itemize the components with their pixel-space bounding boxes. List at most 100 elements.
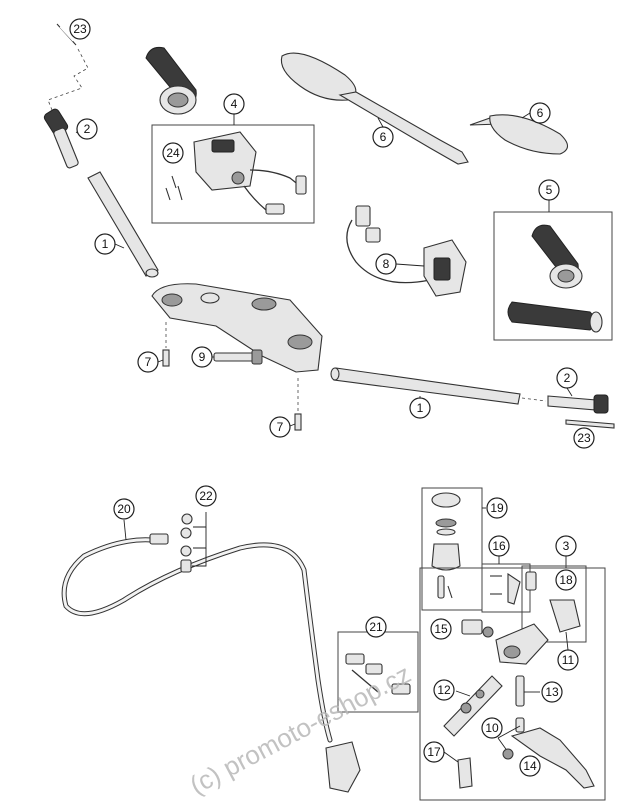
callout-24: 24: [162, 142, 184, 164]
reservoir-parts: [431, 492, 461, 599]
svg-text:8: 8: [383, 257, 390, 271]
svg-text:7: 7: [145, 355, 152, 369]
callout-6-right: 6: [529, 102, 551, 124]
svg-text:4: 4: [231, 97, 238, 111]
switch-screws: [165, 175, 183, 201]
left-handlebar-switch: [193, 131, 307, 215]
svg-text:6: 6: [537, 106, 544, 120]
piston-kit-12: [443, 675, 503, 737]
screw-13: [515, 675, 525, 707]
svg-text:1: 1: [102, 237, 109, 251]
bracket-box-16: [481, 563, 531, 613]
brake-lever: [510, 727, 595, 789]
callout-23-top: 23: [69, 18, 91, 40]
part-18: [525, 571, 537, 591]
bolt-23-top: [56, 23, 77, 46]
callout-20: 20: [113, 498, 135, 520]
handlebar-tube-1-left: [87, 171, 159, 278]
callout-8: 8: [375, 253, 397, 275]
callout-6-left: 6: [372, 126, 394, 148]
grip-set-box-5: [493, 211, 613, 341]
svg-text:20: 20: [117, 502, 131, 516]
callout-7-left: 7: [137, 351, 159, 373]
sub-box-18: [521, 565, 587, 643]
bar-end-weight-2-top: [43, 108, 79, 169]
upper-triple-clamp: [151, 283, 323, 373]
callout-15: 15: [430, 618, 452, 640]
screw-7-left: [162, 322, 170, 367]
bracket-16-parts: [490, 572, 521, 605]
svg-text:11: 11: [562, 653, 575, 667]
svg-text:2: 2: [84, 122, 91, 136]
svg-text:9: 9: [199, 350, 206, 364]
svg-text:18: 18: [559, 573, 573, 587]
svg-text:14: 14: [523, 759, 537, 773]
master-cylinder-body: [495, 623, 549, 665]
callout-10: 10: [481, 717, 503, 739]
bolt-23-right: [565, 419, 615, 429]
svg-text:12: 12: [437, 683, 451, 697]
svg-text:22: 22: [199, 489, 213, 503]
callout-16: 16: [488, 535, 510, 557]
callout-1-right: 1: [409, 397, 431, 419]
switch-assembly-box-4: [151, 124, 315, 224]
callout-9: 9: [191, 346, 213, 368]
svg-text:15: 15: [434, 622, 448, 636]
watermark-text: (c) promoto-eshop.cz: [185, 658, 416, 800]
callout-4: 4: [223, 93, 245, 115]
caliper-bottom: [325, 741, 361, 793]
svg-text:10: 10: [485, 721, 499, 735]
callout-12: 12: [433, 679, 455, 701]
part-21-items: [345, 653, 411, 695]
handlebar-tube-1-right: [330, 367, 521, 405]
bar-end-2-right: [547, 394, 609, 414]
svg-text:13: 13: [545, 685, 559, 699]
svg-text:23: 23: [73, 22, 87, 36]
callout-21: 21: [365, 616, 387, 638]
clamp-bolt-9: [213, 349, 263, 365]
callout-18: 18: [555, 569, 577, 591]
lever-bolt-10: [515, 717, 525, 733]
callout-2-top: 2: [76, 118, 98, 140]
svg-text:2: 2: [564, 371, 571, 385]
svg-text:23: 23: [577, 431, 591, 445]
screw-7-lower: [294, 378, 302, 431]
svg-text:6: 6: [380, 130, 387, 144]
callout-2-right: 2: [556, 367, 578, 389]
callout-7-lower: 7: [269, 416, 291, 438]
callout-13: 13: [541, 681, 563, 703]
throttle-grip-top: [145, 47, 197, 115]
callout-19: 19: [486, 497, 508, 519]
svg-text:5: 5: [546, 183, 553, 197]
part-15: [461, 619, 494, 638]
mirror-left-6: [280, 52, 469, 165]
svg-text:24: 24: [166, 146, 180, 160]
callout-1-left: 1: [94, 233, 116, 255]
svg-text:1: 1: [417, 401, 424, 415]
svg-text:21: 21: [369, 620, 383, 634]
master-cylinder-box-3: [419, 567, 606, 801]
brake-hose-20: [61, 533, 333, 743]
svg-text:7: 7: [277, 420, 284, 434]
svg-text:17: 17: [427, 745, 441, 759]
part-11-clamp: [549, 599, 581, 633]
part-17: [457, 757, 473, 789]
callout-5: 5: [538, 179, 560, 201]
nut-14: [502, 748, 514, 760]
callout-23-right: 23: [573, 427, 595, 449]
svg-text:19: 19: [490, 501, 504, 515]
callout-17: 17: [423, 741, 445, 763]
callout-22: 22: [195, 485, 217, 507]
throttle-grip-5: [531, 224, 583, 289]
callout-14: 14: [519, 755, 541, 777]
banjo-parts-22: [180, 513, 193, 573]
mirror-right-6: [469, 114, 569, 155]
left-grip-5: [507, 301, 603, 333]
reservoir-box-19: [421, 487, 483, 611]
callout-11: 11: [557, 649, 579, 671]
svg-text:3: 3: [563, 539, 570, 553]
callout-3: 3: [555, 535, 577, 557]
right-handlebar-switch-8: [346, 205, 467, 297]
svg-text:16: 16: [492, 539, 506, 553]
